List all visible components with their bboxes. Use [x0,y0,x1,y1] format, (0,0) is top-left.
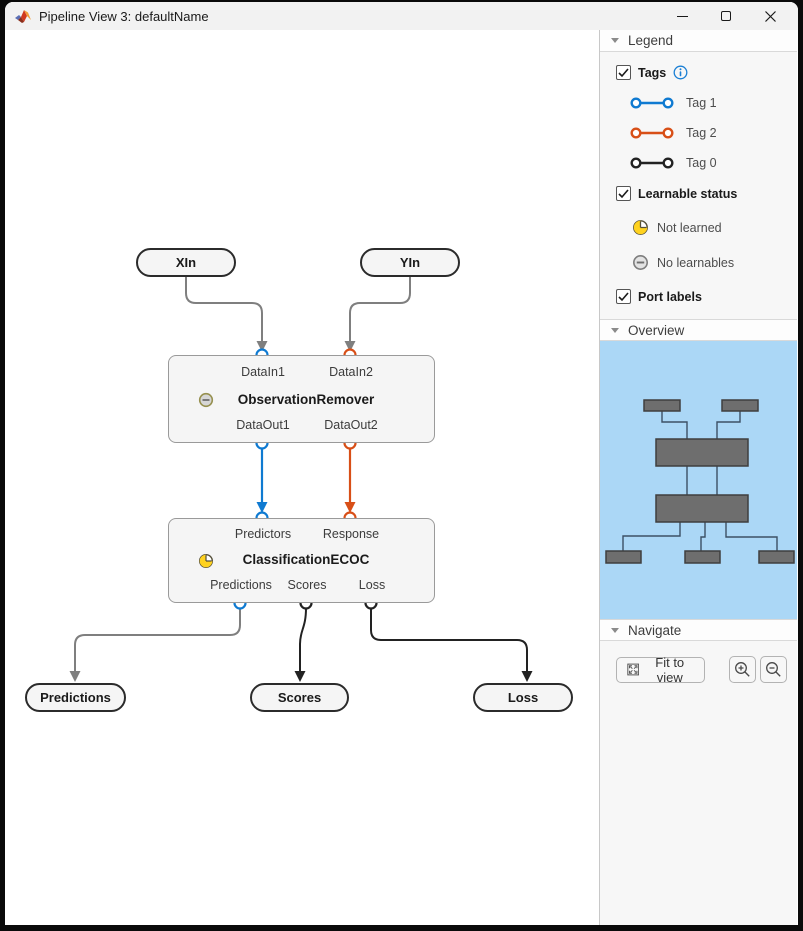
port-label-dataout2: DataOut2 [324,418,378,432]
no-learnables-icon [198,392,214,408]
legend-tag0-row: Tag 0 [630,156,797,170]
arrowhead [294,671,306,682]
arrowhead [69,671,81,682]
edge-yin-datain2 [349,277,411,343]
checkmark-icon [618,188,629,198]
fit-to-view-label: Fit to view [655,654,685,685]
port-label-response: Response [322,527,380,541]
title-bar: Pipeline View 3: defaultName [5,2,798,30]
no-learnables-circle-icon [633,255,648,270]
learnable-status-row: Learnable status [616,186,797,201]
node-label: Loss [507,690,539,705]
not-learned-clock-icon [633,220,648,235]
pipeline-edges [69,277,533,682]
zoom-out-icon [766,662,781,677]
input-node-xin[interactable]: XIn [136,248,236,277]
arrowhead [344,341,356,352]
legend-tag2-row: Tag 2 [630,126,797,140]
arrowhead [256,341,268,352]
matlab-logo-icon [15,9,31,23]
fit-to-view-icon [627,663,640,676]
no-learnables-label: No learnables [657,255,735,270]
navigate-body: Fit to view [600,641,797,685]
legend-tag1-row: Tag 1 [630,96,797,110]
close-icon [764,10,776,22]
port-label-datain1: DataIn1 [241,365,285,379]
port-labels-label: Port labels [638,289,702,304]
overview-minimap[interactable] [600,341,797,619]
right-sidebar: Legend Tags [600,30,797,925]
spacer [600,310,797,319]
port-label-predictions: Predictions [210,578,272,592]
minimize-icon [676,15,688,17]
tag2-label: Tag 2 [686,126,717,140]
port-labels-row: Port labels [616,289,797,304]
block-title: ObservationRemover [237,392,375,407]
learnable-status-checkbox[interactable] [616,186,631,201]
overview-header-label: Overview [628,322,685,338]
collapse-arrow-icon [611,327,619,333]
minimap-graph [605,399,795,564]
edge-scores [299,607,307,673]
block-observationremover[interactable]: DataIn1 DataIn2 ObservationRemover DataO… [168,355,435,443]
tags-checkbox-row: Tags [616,65,797,80]
maximize-button[interactable] [704,3,748,29]
info-icon[interactable] [673,65,688,80]
not-learned-icon [198,553,214,569]
node-label: YIn [399,255,421,270]
window-title: Pipeline View 3: defaultName [39,8,209,24]
input-node-yin[interactable]: YIn [360,248,460,277]
navigate-header-label: Navigate [628,622,682,638]
tag0-line-icon [630,157,674,169]
tag1-line-icon [630,97,674,109]
port-label-dataout1: DataOut1 [236,418,290,432]
pipeline-canvas[interactable]: XIn YIn DataIn1 DataIn2 ObservationRemov… [5,30,600,925]
edge-predictions [74,608,241,673]
arrowhead [344,502,356,513]
port-label-datain2: DataIn2 [329,365,373,379]
not-learned-row: Not learned [632,219,797,236]
no-learnables-row: No learnables [632,254,797,271]
legend-section-header[interactable]: Legend [600,30,797,52]
checkmark-icon [618,291,629,301]
port-label-loss: Loss [358,578,386,592]
output-node-predictions[interactable]: Predictions [25,683,126,712]
node-label: XIn [175,255,197,270]
zoom-in-icon [735,662,750,677]
fit-to-view-button[interactable]: Fit to view [616,654,705,685]
tag2-line-icon [630,127,674,139]
maximize-icon [721,11,731,21]
edge-loss [370,608,528,673]
tag0-label: Tag 0 [686,156,717,170]
node-label: Scores [277,690,322,705]
tags-checkbox[interactable] [616,65,631,80]
arrowhead [256,502,268,513]
legend-body: Tags Tag 1 [600,52,797,310]
block-classificationecoc[interactable]: Predictors Response ClassificationECOC P… [168,518,435,603]
overview-section-header[interactable]: Overview [600,319,797,341]
port-labels-checkbox[interactable] [616,289,631,304]
zoom-out-button[interactable] [760,656,787,683]
navigate-section-header[interactable]: Navigate [600,619,797,641]
tag1-label: Tag 1 [686,96,717,110]
checkmark-icon [618,67,629,77]
pipeline-view-window: Pipeline View 3: defaultName [5,2,798,925]
block-title: ClassificationECOC [242,552,370,567]
edge-xin-datain1 [185,277,263,343]
learnable-status-label: Learnable status [638,186,738,201]
not-learned-label: Not learned [657,220,722,235]
output-node-scores[interactable]: Scores [250,683,349,712]
port-label-scores: Scores [287,578,327,592]
port-label-predictors: Predictors [234,527,292,541]
arrowhead [521,671,533,682]
collapse-arrow-icon [611,38,619,43]
collapse-arrow-icon [611,627,619,633]
zoom-in-button[interactable] [729,656,756,683]
close-button[interactable] [748,3,792,29]
node-label: Predictions [40,690,111,705]
tags-label: Tags [638,65,667,80]
minimize-button[interactable] [660,3,704,29]
output-node-loss[interactable]: Loss [473,683,573,712]
legend-header-label: Legend [628,33,674,48]
